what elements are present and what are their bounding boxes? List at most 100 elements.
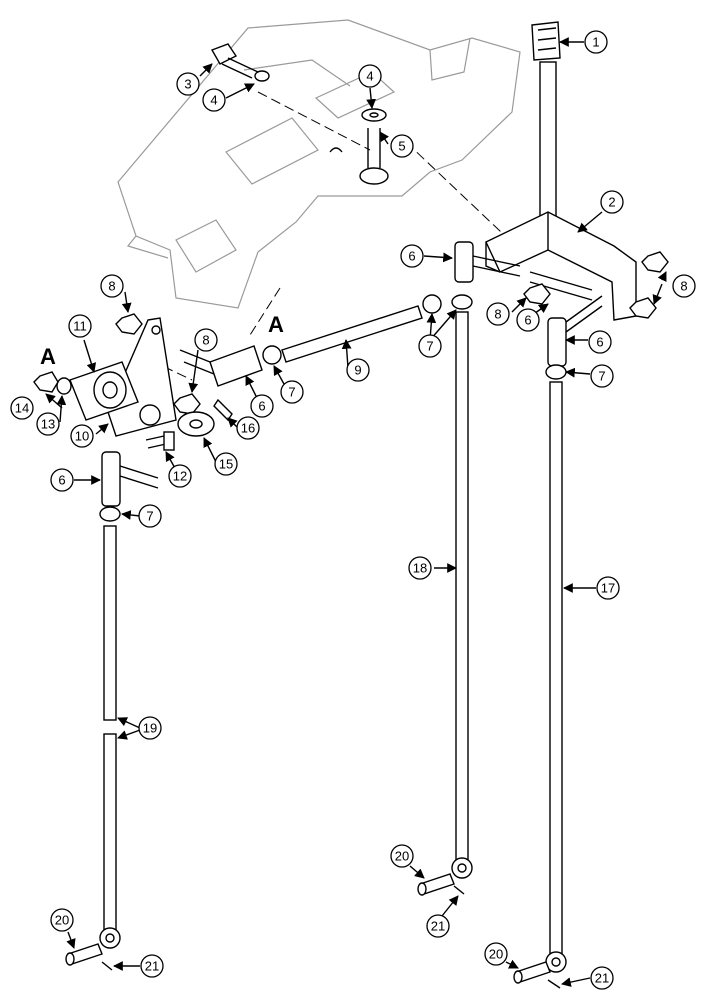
svg-text:16: 16 bbox=[241, 421, 255, 436]
callout-1: 1 bbox=[584, 30, 608, 54]
svg-text:6: 6 bbox=[408, 249, 415, 264]
washer-4-center bbox=[361, 108, 387, 122]
svg-text:7: 7 bbox=[288, 385, 295, 400]
callout-2: 2 bbox=[600, 190, 624, 214]
leader-lines bbox=[45, 37, 667, 987]
svg-text:20: 20 bbox=[55, 913, 69, 928]
callout-6-right: 6 bbox=[588, 330, 612, 354]
callout-7-right: 7 bbox=[590, 364, 614, 388]
bracket-2 bbox=[485, 211, 637, 321]
svg-text:14: 14 bbox=[15, 401, 29, 416]
pin-20-mid bbox=[417, 873, 455, 896]
callout-6-left: 6 bbox=[50, 468, 74, 492]
callout-21-mid: 21 bbox=[426, 914, 450, 938]
svg-text:1: 1 bbox=[592, 35, 599, 50]
callout-19: 19 bbox=[138, 716, 162, 740]
nut-8-bracket-upper bbox=[641, 251, 669, 273]
hub-11 bbox=[69, 361, 139, 421]
svg-text:21: 21 bbox=[145, 959, 159, 974]
callout-5: 5 bbox=[390, 134, 414, 158]
callout-11: 11 bbox=[68, 314, 92, 338]
callout-3: 3 bbox=[176, 72, 200, 96]
callout-4-left: 4 bbox=[202, 88, 226, 112]
bolt-6-left bbox=[101, 451, 159, 507]
cotter-pin-21-mid bbox=[453, 885, 465, 895]
callout-8-right: 8 bbox=[672, 274, 696, 298]
nut-7-left bbox=[99, 506, 121, 522]
svg-text:4: 4 bbox=[210, 93, 217, 108]
svg-text:3: 3 bbox=[184, 77, 191, 92]
svg-text:8: 8 bbox=[680, 279, 687, 294]
callout-6-bracket: 6 bbox=[516, 308, 540, 332]
rod-19 bbox=[99, 525, 121, 949]
svg-text:9: 9 bbox=[354, 363, 361, 378]
bolt-6-center bbox=[179, 345, 263, 387]
svg-text:8: 8 bbox=[202, 333, 209, 348]
bolt-6-right bbox=[547, 295, 603, 367]
rod-17 bbox=[545, 381, 567, 973]
callout-10: 10 bbox=[70, 424, 94, 448]
callout-13: 13 bbox=[36, 412, 60, 436]
callout-20-mid: 20 bbox=[390, 844, 414, 868]
svg-text:21: 21 bbox=[431, 919, 445, 934]
callout-6-center: 6 bbox=[250, 394, 274, 418]
pin-20-left bbox=[65, 943, 103, 966]
svg-text:18: 18 bbox=[413, 561, 427, 576]
callout-20-right: 20 bbox=[484, 942, 508, 966]
svg-text:7: 7 bbox=[426, 339, 433, 354]
svg-text:4: 4 bbox=[366, 69, 373, 84]
nut-7-lower-right bbox=[545, 364, 567, 380]
svg-text:20: 20 bbox=[395, 849, 409, 864]
nut-14 bbox=[33, 371, 59, 393]
shift-lever-1 bbox=[531, 21, 561, 233]
nut-7-upper-right bbox=[451, 294, 473, 310]
svg-text:6: 6 bbox=[524, 313, 531, 328]
svg-text:21: 21 bbox=[595, 971, 609, 986]
view-label-a-top: A bbox=[268, 312, 284, 337]
support-plate-phantom bbox=[117, 19, 521, 309]
callout-15: 15 bbox=[214, 452, 238, 476]
cotter-pin-21-right bbox=[547, 979, 561, 989]
bolt-6-upper bbox=[454, 241, 521, 283]
svg-text:19: 19 bbox=[143, 721, 157, 736]
nut-8-left-top bbox=[115, 313, 143, 335]
view-label-a-left: A bbox=[40, 344, 56, 369]
washer-15 bbox=[177, 411, 215, 437]
svg-text:12: 12 bbox=[173, 469, 187, 484]
bolt-3 bbox=[210, 43, 270, 82]
svg-text:6: 6 bbox=[596, 335, 603, 350]
svg-text:10: 10 bbox=[75, 429, 89, 444]
callout-21-right: 21 bbox=[590, 966, 614, 990]
callout-14: 14 bbox=[10, 396, 34, 420]
nut-8-bracket-lower bbox=[629, 297, 657, 319]
svg-text:6: 6 bbox=[58, 473, 65, 488]
bolt-12 bbox=[145, 431, 175, 451]
svg-text:8: 8 bbox=[494, 307, 501, 322]
svg-text:13: 13 bbox=[41, 417, 55, 432]
callout-4-center: 4 bbox=[358, 64, 382, 88]
callout-16: 16 bbox=[236, 416, 260, 440]
callout-18: 18 bbox=[408, 556, 432, 580]
callout-8-bracket: 8 bbox=[486, 302, 510, 326]
callout-7-center: 7 bbox=[280, 380, 304, 404]
callout-8-left-top: 8 bbox=[100, 274, 124, 298]
svg-text:7: 7 bbox=[598, 369, 605, 384]
cotter-pin-16 bbox=[213, 398, 233, 422]
callout-8-left-mid: 8 bbox=[194, 328, 218, 352]
nut-7-upper-left bbox=[422, 294, 442, 314]
nut-8-left-mid bbox=[173, 393, 201, 415]
cotter-pin-21-left bbox=[101, 961, 113, 971]
svg-text:17: 17 bbox=[601, 581, 615, 596]
callout-6-upper: 6 bbox=[400, 244, 424, 268]
svg-text:7: 7 bbox=[146, 509, 153, 524]
svg-text:15: 15 bbox=[219, 457, 233, 472]
washer-13 bbox=[56, 377, 72, 395]
svg-text:11: 11 bbox=[73, 319, 87, 334]
callout-21-left: 21 bbox=[140, 954, 164, 978]
rod-9 bbox=[262, 305, 423, 365]
svg-text:6: 6 bbox=[258, 399, 265, 414]
bolt-5 bbox=[329, 128, 389, 185]
callout-20-left: 20 bbox=[50, 908, 74, 932]
svg-text:5: 5 bbox=[398, 139, 405, 154]
